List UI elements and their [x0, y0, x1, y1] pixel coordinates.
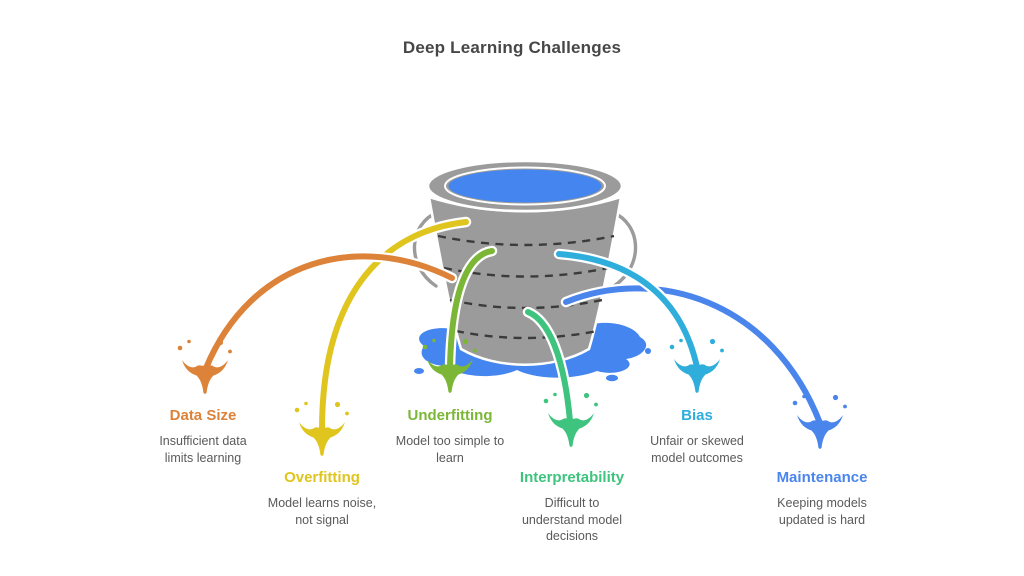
challenge-maintenance-label: Maintenance [776, 469, 868, 486]
bucket-handle-right [610, 210, 638, 288]
bucket-rim-inner-edge [444, 166, 606, 206]
bucket-handle-left [412, 210, 440, 288]
challenge-underfitting-description: Model too simple to learn [395, 434, 505, 465]
splash-data-size-icon [177, 339, 232, 394]
challenge-bias: Bias Unfair or skewed model outcomes [622, 407, 772, 466]
puddle-droplet [414, 368, 424, 374]
challenge-bias-description: Unfair or skewed model outcomes [650, 434, 744, 465]
challenge-underfitting: Underfitting Model too simple to learn [375, 407, 525, 466]
leak-streams [200, 216, 826, 436]
challenge-interpretability: Interpretability Difficult to understand… [497, 469, 647, 545]
challenge-maintenance: Maintenance Keeping models updated is ha… [747, 469, 897, 528]
bucket-handles [410, 208, 640, 290]
stream-underfitting [447, 248, 495, 370]
challenge-overfitting-label: Overfitting [284, 469, 360, 486]
challenge-underfitting-label: Underfitting [407, 407, 493, 424]
challenge-interpretability-description: Difficult to understand model decisions [521, 496, 623, 543]
stream-maintenance [563, 285, 823, 426]
challenge-data-size-label: Data Size [169, 407, 237, 424]
puddle-droplet [606, 374, 618, 382]
challenge-overfitting: Overfitting Model learns noise, not sign… [247, 469, 397, 528]
bucket-water [448, 169, 602, 203]
stream-bias [556, 251, 700, 370]
puddle-droplet [645, 348, 651, 354]
splash-maintenance-icon [792, 394, 847, 449]
challenge-overfitting-description: Model learns noise, not signal [267, 496, 377, 527]
challenge-bias-label: Bias [681, 407, 713, 424]
stream-interpretability [525, 309, 573, 424]
challenge-data-size-description: Insufficient data limits learning [159, 434, 247, 465]
diagram-title: Deep Learning Challenges [402, 38, 622, 57]
challenge-maintenance-description: Keeping models updated is hard [777, 496, 867, 527]
stream-overfitting [319, 219, 469, 433]
challenge-interpretability-label: Interpretability [519, 469, 625, 486]
stream-data-size [203, 253, 455, 371]
challenge-data-size: Data Size Insufficient data limits learn… [128, 407, 278, 466]
